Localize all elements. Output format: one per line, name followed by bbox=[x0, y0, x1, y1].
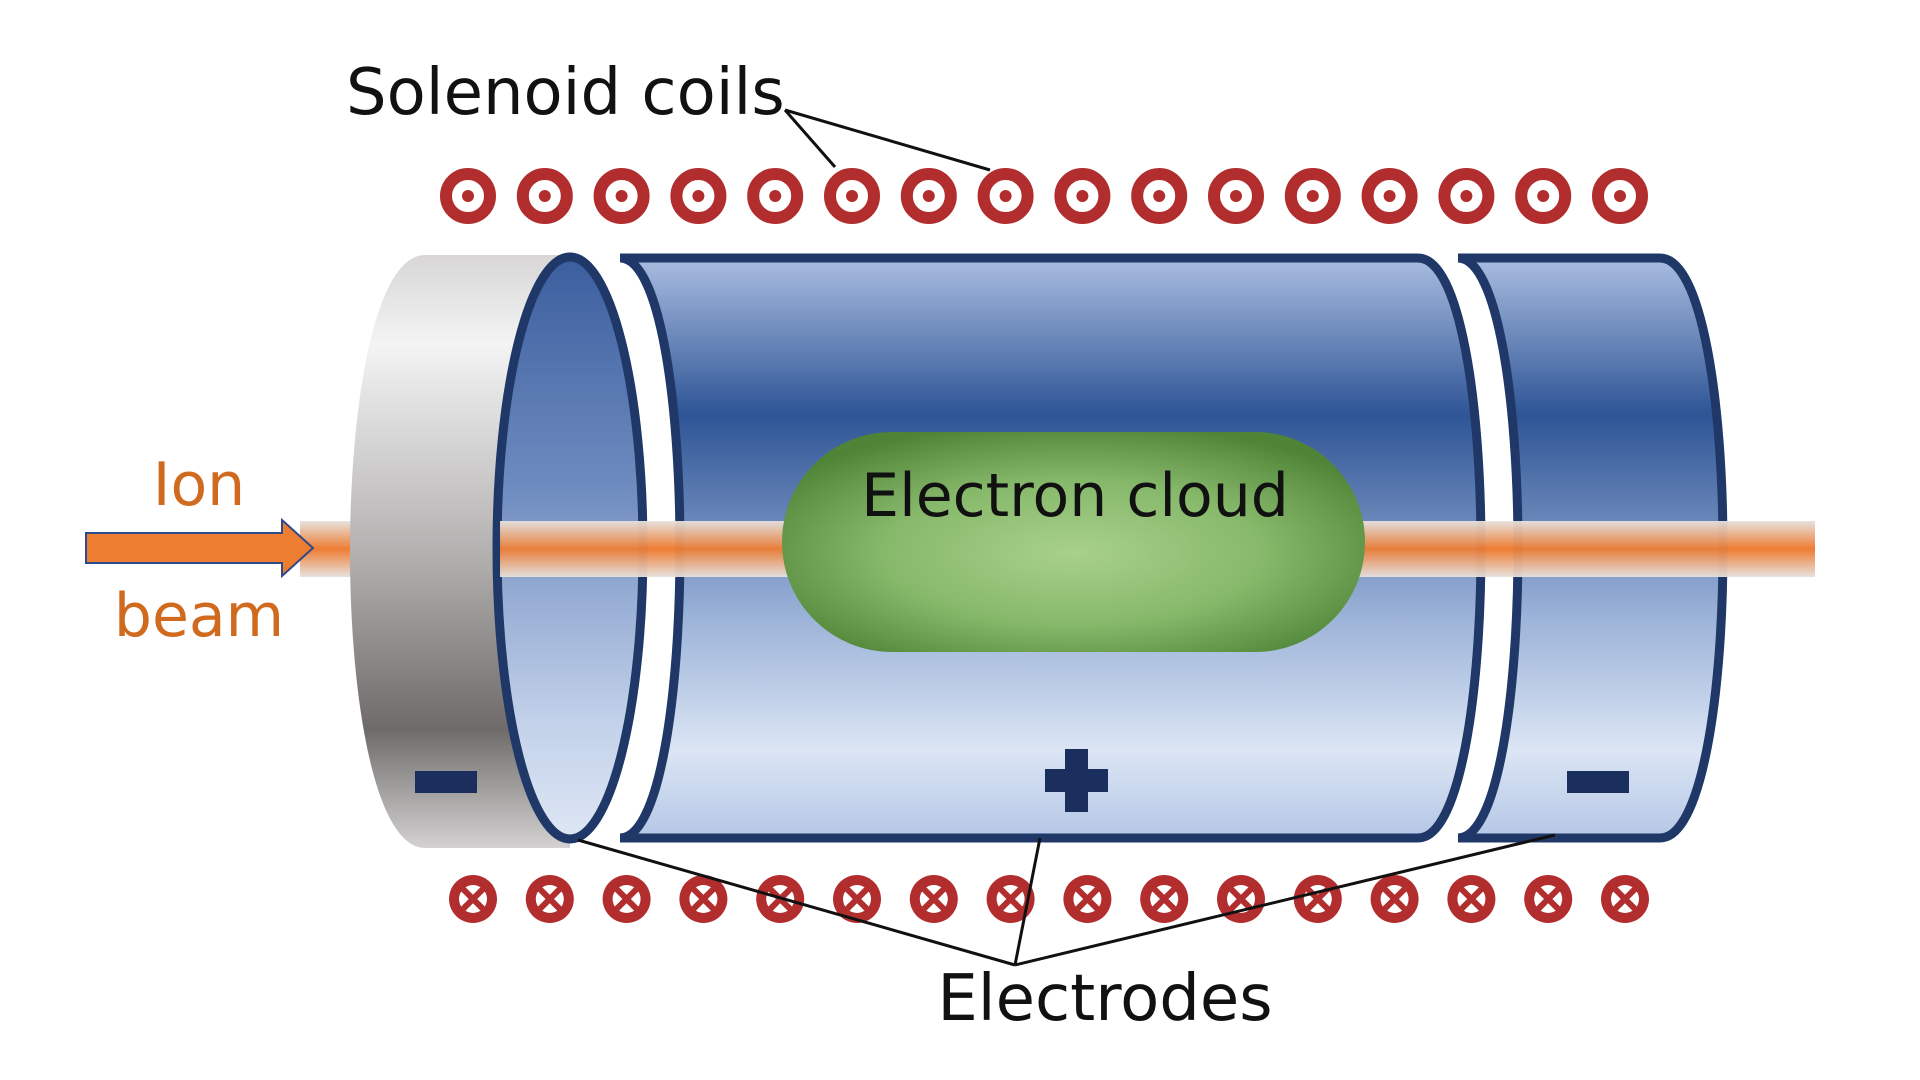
coil-cross-icon bbox=[1524, 875, 1573, 923]
coil-cross-icon bbox=[679, 875, 728, 923]
coil-cross-icon bbox=[1217, 875, 1265, 923]
coil-cross-icon bbox=[986, 875, 1035, 923]
coil-cross-icon bbox=[833, 875, 881, 923]
ion-label: Ion bbox=[153, 450, 245, 520]
electron-cloud bbox=[782, 432, 1365, 652]
solenoid-coils-bottom bbox=[449, 875, 1649, 923]
coil-dot-icon bbox=[1131, 168, 1188, 224]
coil-dot-icon bbox=[1592, 168, 1648, 224]
solenoid-coils-top bbox=[440, 168, 1648, 224]
coil-dot-icon bbox=[1438, 168, 1495, 224]
electron-cloud-label: Electron cloud bbox=[861, 461, 1289, 531]
minus-sign-right bbox=[1567, 771, 1629, 793]
coil-dot-icon bbox=[670, 168, 727, 224]
coil-dot-icon bbox=[440, 168, 496, 224]
coil-dot-icon bbox=[1208, 168, 1264, 224]
coil-cross-icon bbox=[1370, 875, 1419, 923]
coil-dot-icon bbox=[1361, 168, 1418, 224]
coil-cross-icon bbox=[602, 875, 651, 923]
plus-sign-middle bbox=[1045, 749, 1108, 812]
electrodes-label: Electrodes bbox=[937, 962, 1272, 1036]
coil-dot-icon bbox=[977, 168, 1034, 224]
electrodes-leader-lines bbox=[577, 833, 1556, 967]
coil-cross-icon bbox=[1447, 875, 1496, 923]
coil-dot-icon bbox=[747, 168, 804, 224]
coil-cross-icon bbox=[1140, 875, 1189, 923]
coil-dot-icon bbox=[824, 168, 880, 224]
ion-beam-arrow bbox=[85, 517, 315, 579]
solenoid-leader-lines bbox=[783, 108, 991, 172]
coil-cross-icon bbox=[909, 875, 958, 923]
beam-label: beam bbox=[114, 581, 284, 651]
coil-cross-icon bbox=[1601, 875, 1649, 923]
coil-dot-icon bbox=[1054, 168, 1111, 224]
solenoid-coils-label: Solenoid coils bbox=[346, 56, 785, 130]
coil-dot-icon bbox=[516, 168, 573, 224]
coil-cross-icon bbox=[1293, 875, 1342, 923]
coil-dot-icon bbox=[900, 168, 957, 224]
coil-cross-icon bbox=[525, 875, 574, 923]
coil-cross-icon bbox=[1063, 875, 1112, 923]
coil-cross-icon bbox=[449, 875, 497, 923]
coil-dot-icon bbox=[1284, 168, 1341, 224]
coil-dot-icon bbox=[593, 168, 650, 224]
coil-dot-icon bbox=[1515, 168, 1572, 224]
minus-sign-left bbox=[415, 771, 477, 793]
